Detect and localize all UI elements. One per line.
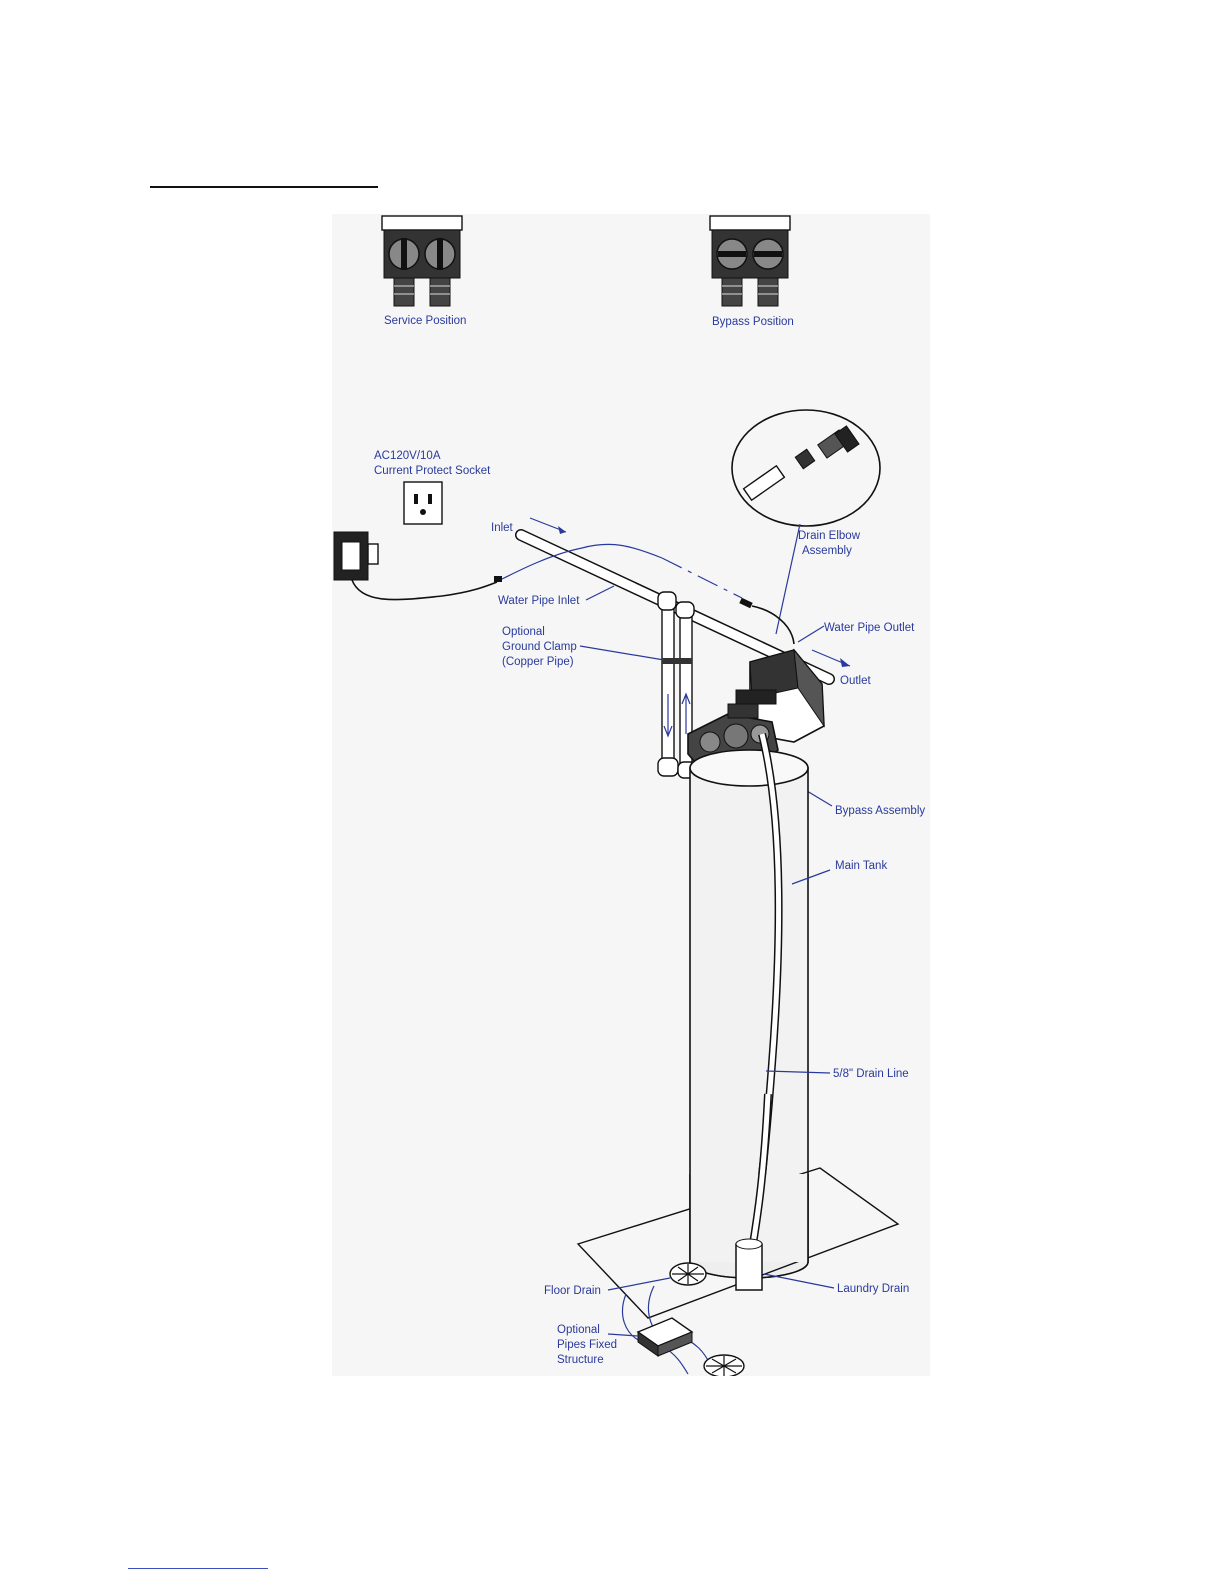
inlet-label: Inlet bbox=[491, 522, 514, 534]
floor-drain-leader bbox=[608, 1278, 670, 1290]
drain-elbow-detail-icon bbox=[732, 410, 880, 526]
laundry-drain-label: Laundry Drain bbox=[837, 1283, 909, 1295]
outlet-arrowhead bbox=[840, 658, 850, 667]
water-pipe-outlet-leader bbox=[798, 626, 824, 642]
pipes-fixed-label-line3: Structure bbox=[557, 1354, 604, 1366]
pipe-dashed-path bbox=[662, 558, 742, 598]
pipe-overlay-arc bbox=[582, 544, 662, 558]
heading-underline bbox=[150, 186, 378, 188]
outlet-label: Outlet bbox=[840, 675, 871, 687]
wall-socket-icon bbox=[404, 482, 442, 524]
sensor-connector bbox=[739, 598, 752, 609]
floor-drain-label: Floor Drain bbox=[544, 1285, 601, 1297]
ground-clamp-label-line3: (Copper Pipe) bbox=[502, 656, 574, 668]
laundry-drain-icon bbox=[736, 1239, 762, 1290]
ground-clamp-leader bbox=[580, 646, 664, 660]
drain-elbow-label-line1: Drain Elbow bbox=[798, 530, 861, 542]
power-cord bbox=[352, 580, 497, 600]
installation-diagram: Service Position Bypass Position AC120V/… bbox=[332, 214, 930, 1376]
service-position-valve-icon bbox=[382, 216, 462, 306]
laundry-drain-leader bbox=[764, 1274, 834, 1288]
ground-clamp-label-line2: Ground Clamp bbox=[502, 641, 577, 653]
bypass-position-valve-icon bbox=[710, 216, 790, 306]
water-pipe-inlet-leader bbox=[586, 586, 614, 600]
socket-label-line1: AC120V/10A bbox=[374, 450, 441, 462]
water-pipe-inlet-label: Water Pipe Inlet bbox=[498, 595, 580, 607]
main-tank-label: Main Tank bbox=[835, 860, 887, 872]
floor-drain-grate-2-icon bbox=[704, 1355, 744, 1376]
installation-diagram-panel: Service Position Bypass Position AC120V/… bbox=[332, 214, 930, 1376]
floor-drain-grate-icon bbox=[670, 1263, 706, 1285]
inlet-arrowhead bbox=[558, 526, 566, 534]
drain-line-label: 5/8" Drain Line bbox=[833, 1068, 909, 1080]
service-position-label: Service Position bbox=[384, 315, 466, 327]
drain-elbow-label-line2: Assembly bbox=[802, 545, 852, 557]
pipes-fixed-leader bbox=[608, 1334, 638, 1336]
socket-label-line2: Current Protect Socket bbox=[374, 465, 491, 477]
bypass-assembly-label: Bypass Assembly bbox=[835, 805, 925, 817]
pipes-fixed-label-line1: Optional bbox=[557, 1324, 600, 1336]
pipes-fixed-label-line2: Pipes Fixed bbox=[557, 1339, 617, 1351]
ground-clamp-label-line1: Optional bbox=[502, 626, 545, 638]
water-pipe-outlet-label: Water Pipe Outlet bbox=[824, 622, 915, 634]
drain-elbow-leader bbox=[776, 524, 800, 634]
sensor-wire bbox=[752, 606, 794, 644]
power-adapter-icon bbox=[334, 532, 378, 580]
cord-plug-connector bbox=[494, 576, 502, 582]
bypass-position-label: Bypass Position bbox=[712, 316, 794, 328]
footnote-rule bbox=[128, 1568, 268, 1569]
